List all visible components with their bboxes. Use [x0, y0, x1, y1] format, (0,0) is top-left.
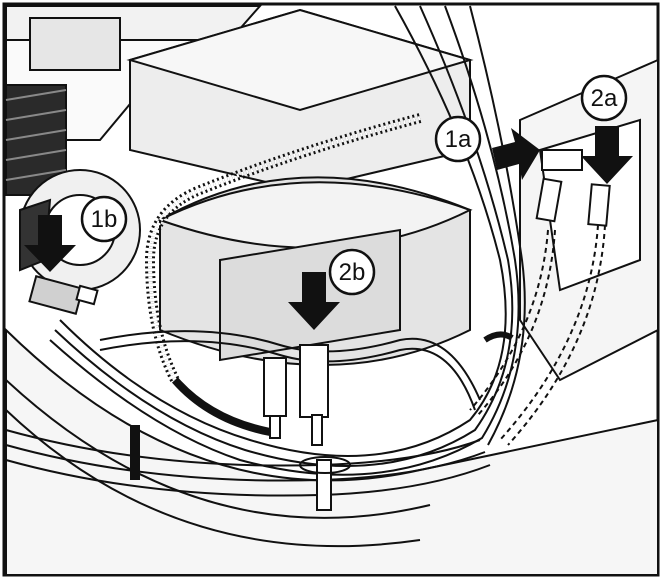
- callout-1a: 1a: [434, 115, 482, 163]
- arrow-1a-icon: [492, 128, 540, 180]
- callout-1b: 1b: [80, 195, 128, 243]
- connector-2a: [587, 183, 611, 227]
- callout-1a-label: 1a: [445, 126, 472, 153]
- callout-2a-label: 2a: [591, 85, 618, 112]
- callout-2b: 2b: [328, 248, 376, 296]
- cable-ties: [130, 331, 514, 511]
- coiled-cable: [144, 113, 422, 383]
- arrow-1b-icon: [24, 215, 76, 272]
- connector-1b: [28, 275, 99, 315]
- callout-1b-label: 1b: [91, 206, 118, 233]
- connector-2b: [263, 344, 329, 446]
- callout-2a: 2a: [580, 74, 628, 122]
- callout-2b-label: 2b: [339, 259, 366, 286]
- connector-1a: [535, 149, 583, 223]
- wire-harness: [5, 5, 606, 497]
- arrow-2a-icon: [581, 126, 633, 184]
- arrows: [24, 126, 633, 330]
- arrow-2b-icon: [288, 272, 340, 330]
